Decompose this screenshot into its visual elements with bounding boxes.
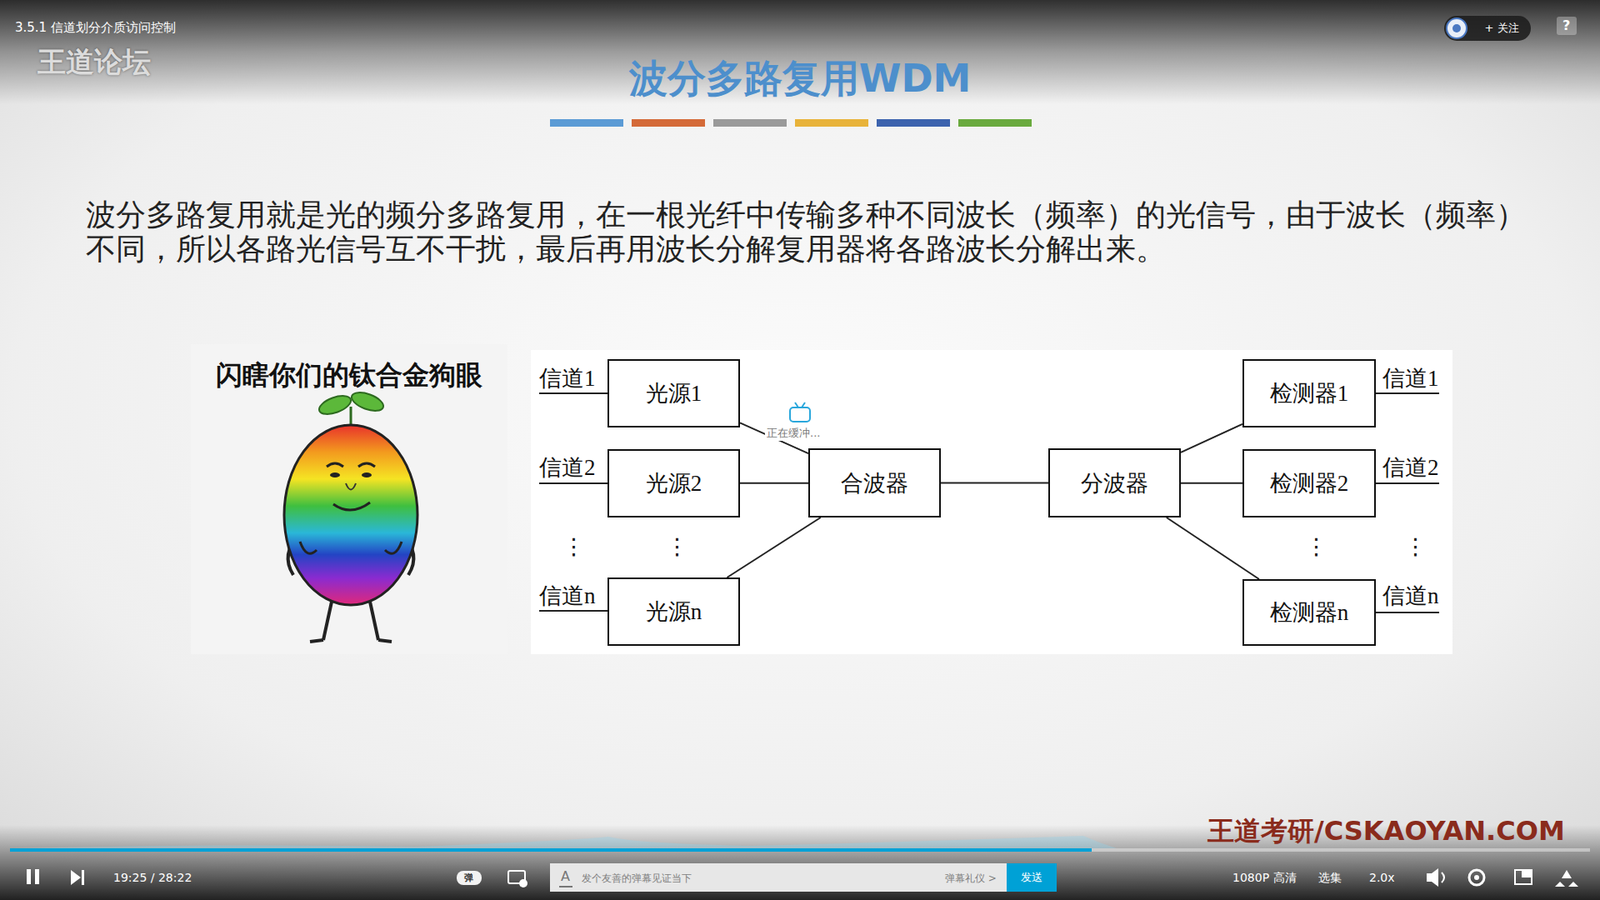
watermark: 王道论坛 [37,43,151,82]
node-text: 合波器 [840,468,909,499]
node-text: 分波器 [1080,468,1149,499]
node-text: 光源n [645,596,703,627]
episodes-button: 选集 [1318,870,1342,886]
diagram-panel [530,350,1453,655]
detector-box: 检测器n [1242,579,1376,646]
connector-line [726,517,820,578]
node-text: 光源2 [645,468,703,499]
meme-picture [190,344,508,655]
avatar-icon [1445,17,1468,40]
text-style-icon: A [560,868,570,885]
help-icon [1556,16,1577,35]
multiplexer-box: 合波器 [808,448,941,518]
etiquette-link: 弹幕礼仪 > [945,871,997,886]
detector-box: 检测器2 [1242,449,1376,518]
ellipsis-dots: ⋮ [665,533,689,560]
ellipsis-dots: ⋮ [562,533,585,560]
buffering-icon [790,402,810,422]
channel-label: 信道2 [539,452,596,483]
danmaku-toggle: 弹 [464,871,474,885]
node-text: + 关注 [1484,20,1519,36]
follow-button: + 关注 [1444,15,1531,41]
connector-line [740,482,809,484]
demultiplexer-box: 分波器 [1048,448,1181,518]
watermark: 王道考研/CSKAOYAN.COM [1207,813,1565,850]
waveform [10,835,1117,849]
color-bars [550,119,1032,127]
progress-played [10,848,1092,852]
node-text: 发送 [1020,870,1043,885]
slide-title: 波分多路复用WDM [0,53,1600,105]
channel-label: 信道1 [539,363,596,394]
meme-caption: 闪瞎你们的钛合金狗眼 [190,357,508,395]
top-shade [0,0,1600,105]
body-text: 波分多路复用就是光的频分多路复用，在一根光纤中传输多种不同波长（频率）的光信号，… [85,197,1528,266]
light-source-box: 光源n [607,577,740,646]
help-mark: ? [1562,17,1570,34]
node-text: 检测器2 [1270,468,1350,499]
ellipsis-dots: ⋮ [1305,533,1328,560]
light-source-box: 光源1 [607,359,740,428]
ellipsis-dots: ⋮ [1404,533,1427,560]
input-placeholder: 发个友善的弹幕见证当下 [581,871,692,886]
send-button: 发送 [1006,863,1057,892]
node-text: 光源1 [645,378,703,409]
light-source-box: 光源2 [607,449,740,518]
node-text: 检测器n [1270,597,1350,628]
speed-button: 2.0x [1369,870,1395,885]
channel-label: 信道n [1382,580,1440,611]
detector-box: 检测器1 [1242,359,1376,428]
progress-track [10,848,1590,852]
player-icons [26,863,1579,892]
time-display: 19:25 / 28:22 [113,870,192,885]
connector-line [1180,424,1243,453]
video-title: 3.5.1 信道划分介质访问控制 [15,20,176,36]
channel-label: 信道n [539,580,596,611]
channel-label: 信道1 [1382,363,1440,394]
connector-line [1166,517,1260,580]
quality-button: 1080P 高清 [1232,870,1297,886]
channel-label: 信道2 [1382,452,1440,483]
connector-line [1180,482,1243,484]
connector-line [940,482,1049,484]
buffering-text: 正在缓冲... [765,425,822,441]
node-text: 检测器1 [1270,378,1350,409]
